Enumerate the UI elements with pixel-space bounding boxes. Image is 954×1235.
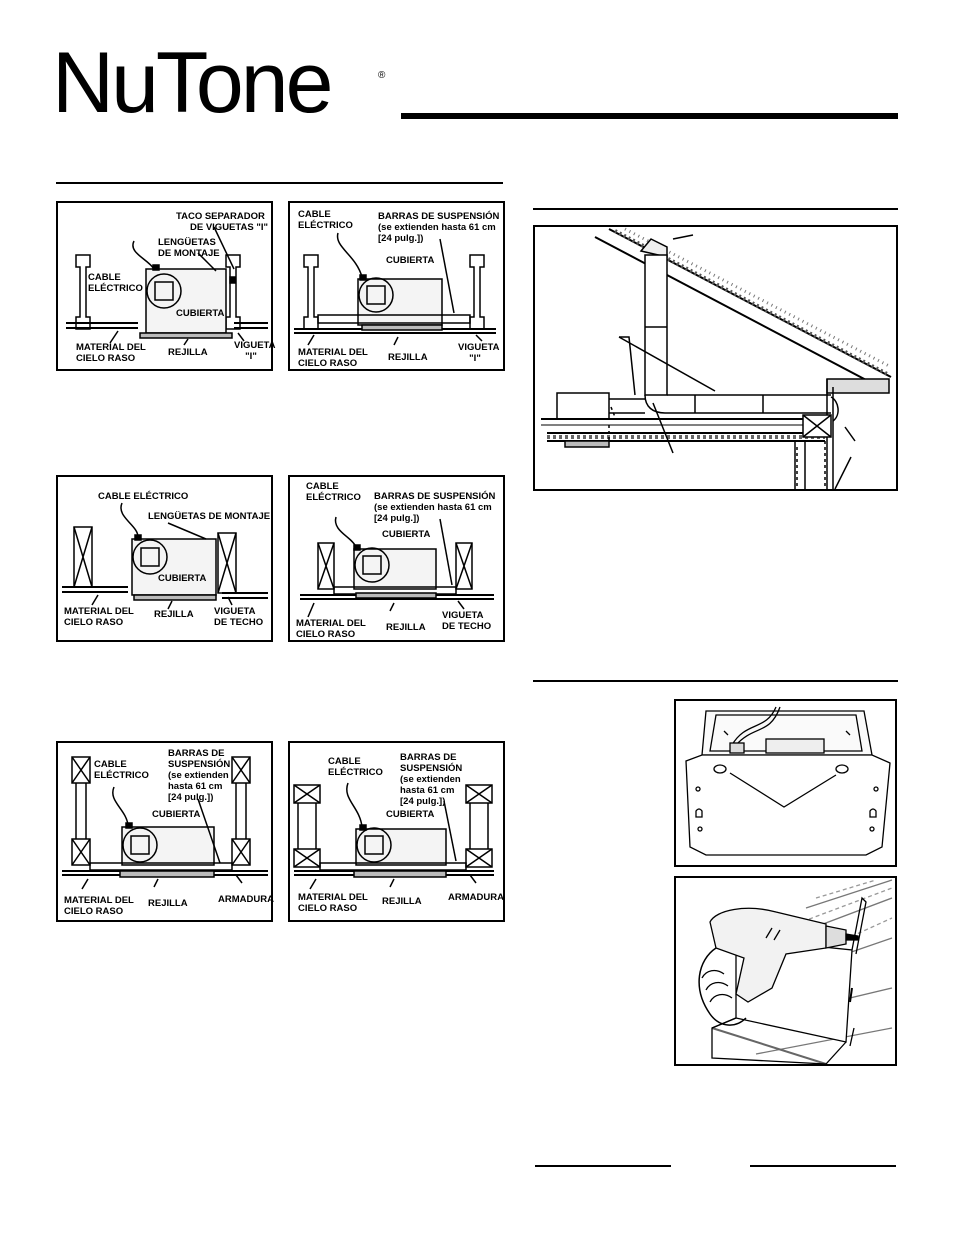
label-material: MATERIAL DEL bbox=[298, 347, 368, 358]
label-rejilla: REJILLA bbox=[148, 898, 188, 909]
label-taco: TACO SEPARADOR bbox=[176, 211, 265, 222]
diagram-panel-ijoist-tabs: TACO SEPARADOR DE VIGUETAS "I" LENGÜETAS… bbox=[56, 201, 276, 371]
footer-rule-right bbox=[750, 1165, 896, 1167]
ijoist-tabs-drawing bbox=[66, 226, 268, 346]
label-barras3: [24 pulg.]) bbox=[378, 233, 424, 244]
truss-bars-b-drawing bbox=[293, 782, 494, 890]
label-material: MATERIAL DEL bbox=[296, 618, 366, 629]
diagram-panel-joist-tabs: CABLE ELÉCTRICO LENGÜETAS DE MONTAJE CUB… bbox=[56, 475, 273, 642]
label-material: MATERIAL DEL bbox=[76, 342, 146, 353]
roof-duct-drawing bbox=[541, 227, 892, 489]
label-cable2: ELÉCTRICO bbox=[298, 220, 353, 231]
label-barras2: SUSPENSIÓN bbox=[168, 759, 231, 770]
label-armadura: ARMADURA bbox=[218, 894, 274, 905]
diagram-drill-mounting bbox=[674, 876, 897, 1066]
truss-bars-a-drawing bbox=[62, 756, 268, 890]
diagram-roof-duct bbox=[533, 225, 898, 491]
label-armadura: ARMADURA bbox=[448, 892, 504, 903]
label-cubierta: CUBIERTA bbox=[382, 529, 431, 540]
label-cable: CABLE ELÉCTRICO bbox=[98, 491, 189, 502]
label-lenguetas: LENGÜETAS bbox=[158, 237, 216, 248]
diagram-panel-joist-bars: CABLE ELÉCTRICO BARRAS DE SUSPENSIÓN (se… bbox=[288, 475, 505, 642]
label-vigueta: VIGUETA bbox=[458, 342, 500, 353]
registered-mark: ® bbox=[378, 70, 386, 81]
label-rejilla: REJILLA bbox=[382, 896, 422, 907]
footer-rule-left bbox=[535, 1165, 671, 1167]
label-cable2: ELÉCTRICO bbox=[306, 492, 361, 503]
right-section-rule-2 bbox=[533, 680, 898, 682]
left-section-rule bbox=[56, 182, 503, 184]
label-barras: BARRAS DE bbox=[400, 752, 457, 763]
label-vigueta2: "I" bbox=[469, 353, 481, 364]
label-barras2: SUSPENSIÓN bbox=[400, 763, 463, 774]
label-cable: CABLE bbox=[306, 481, 339, 492]
label-cubierta: CUBIERTA bbox=[152, 809, 201, 820]
label-cable: CABLE bbox=[298, 209, 331, 220]
label-barras: BARRAS DE SUSPENSIÓN bbox=[374, 491, 496, 502]
label-barras4: hasta 61 cm bbox=[168, 781, 223, 792]
label-material2: CIELO RASO bbox=[64, 617, 124, 628]
label-vigueta: VIGUETA bbox=[214, 606, 256, 617]
label-barras2: (se extienden hasta 61 cm bbox=[378, 222, 496, 233]
label-vigueta: VIGUETA bbox=[442, 610, 484, 621]
diagram-housing-box bbox=[674, 699, 897, 867]
label-rejilla: REJILLA bbox=[386, 622, 426, 633]
label-cubierta: CUBIERTA bbox=[158, 573, 207, 584]
label-barras3: [24 pulg.]) bbox=[374, 513, 420, 524]
drill-mounting-drawing bbox=[698, 879, 893, 1064]
label-cable2: ELÉCTRICO bbox=[328, 767, 383, 778]
joist-tabs-drawing bbox=[62, 502, 268, 610]
label-cable2: ELÉCTRICO bbox=[88, 283, 143, 294]
ijoist-bars-drawing bbox=[294, 232, 496, 346]
label-rejilla: REJILLA bbox=[388, 352, 428, 363]
label-vigueta2: "I" bbox=[245, 351, 257, 362]
label-barras: BARRAS DE bbox=[168, 748, 225, 759]
label-barras2: (se extienden hasta 61 cm bbox=[374, 502, 492, 513]
label-vigueta2: DE TECHO bbox=[214, 617, 264, 628]
label-barras3: (se extienden bbox=[168, 770, 229, 781]
label-cable: CABLE bbox=[328, 756, 361, 767]
label-cable: CABLE bbox=[94, 759, 127, 770]
label-material: MATERIAL DEL bbox=[298, 892, 368, 903]
label-barras: BARRAS DE SUSPENSIÓN bbox=[378, 211, 500, 222]
right-section-rule-1 bbox=[533, 208, 898, 210]
label-rejilla: REJILLA bbox=[154, 609, 194, 620]
label-material2: CIELO RASO bbox=[64, 906, 124, 917]
label-cubierta: CUBIERTA bbox=[176, 308, 225, 319]
brand-logo: NuTone bbox=[52, 35, 333, 131]
label-barras4: hasta 61 cm bbox=[400, 785, 455, 796]
label-material: MATERIAL DEL bbox=[64, 606, 134, 617]
label-material: MATERIAL DEL bbox=[64, 895, 134, 906]
label-material2: CIELO RASO bbox=[298, 358, 358, 369]
label-lenguetas2: DE MONTAJE bbox=[158, 248, 220, 259]
diagram-panel-ijoist-bars: CABLE ELÉCTRICO BARRAS DE SUSPENSIÓN (se… bbox=[288, 201, 505, 371]
diagram-panel-truss-bars-a: CABLE ELÉCTRICO BARRAS DE SUSPENSIÓN (se… bbox=[56, 741, 274, 922]
label-cable: CABLE bbox=[88, 272, 121, 283]
label-barras3: (se extienden bbox=[400, 774, 461, 785]
label-taco2: DE VIGUETAS "I" bbox=[190, 222, 268, 233]
label-barras5: [24 pulg.]) bbox=[400, 796, 446, 807]
header-rule bbox=[401, 113, 898, 119]
label-cubierta: CUBIERTA bbox=[386, 809, 435, 820]
label-lenguetas: LENGÜETAS DE MONTAJE bbox=[148, 511, 271, 522]
label-material2: CIELO RASO bbox=[296, 629, 356, 640]
label-material2: CIELO RASO bbox=[76, 353, 136, 364]
label-vigueta2: DE TECHO bbox=[442, 621, 492, 632]
housing-box-drawing bbox=[685, 706, 891, 856]
label-barras5: [24 pulg.]) bbox=[168, 792, 214, 803]
label-rejilla: REJILLA bbox=[168, 347, 208, 358]
diagram-panel-truss-bars-b: CABLE ELÉCTRICO BARRAS DE SUSPENSIÓN (se… bbox=[288, 741, 505, 922]
label-material2: CIELO RASO bbox=[298, 903, 358, 914]
label-vigueta: VIGUETA bbox=[234, 340, 276, 351]
label-cable2: ELÉCTRICO bbox=[94, 770, 149, 781]
label-cubierta: CUBIERTA bbox=[386, 255, 435, 266]
joist-bars-drawing bbox=[300, 516, 494, 618]
